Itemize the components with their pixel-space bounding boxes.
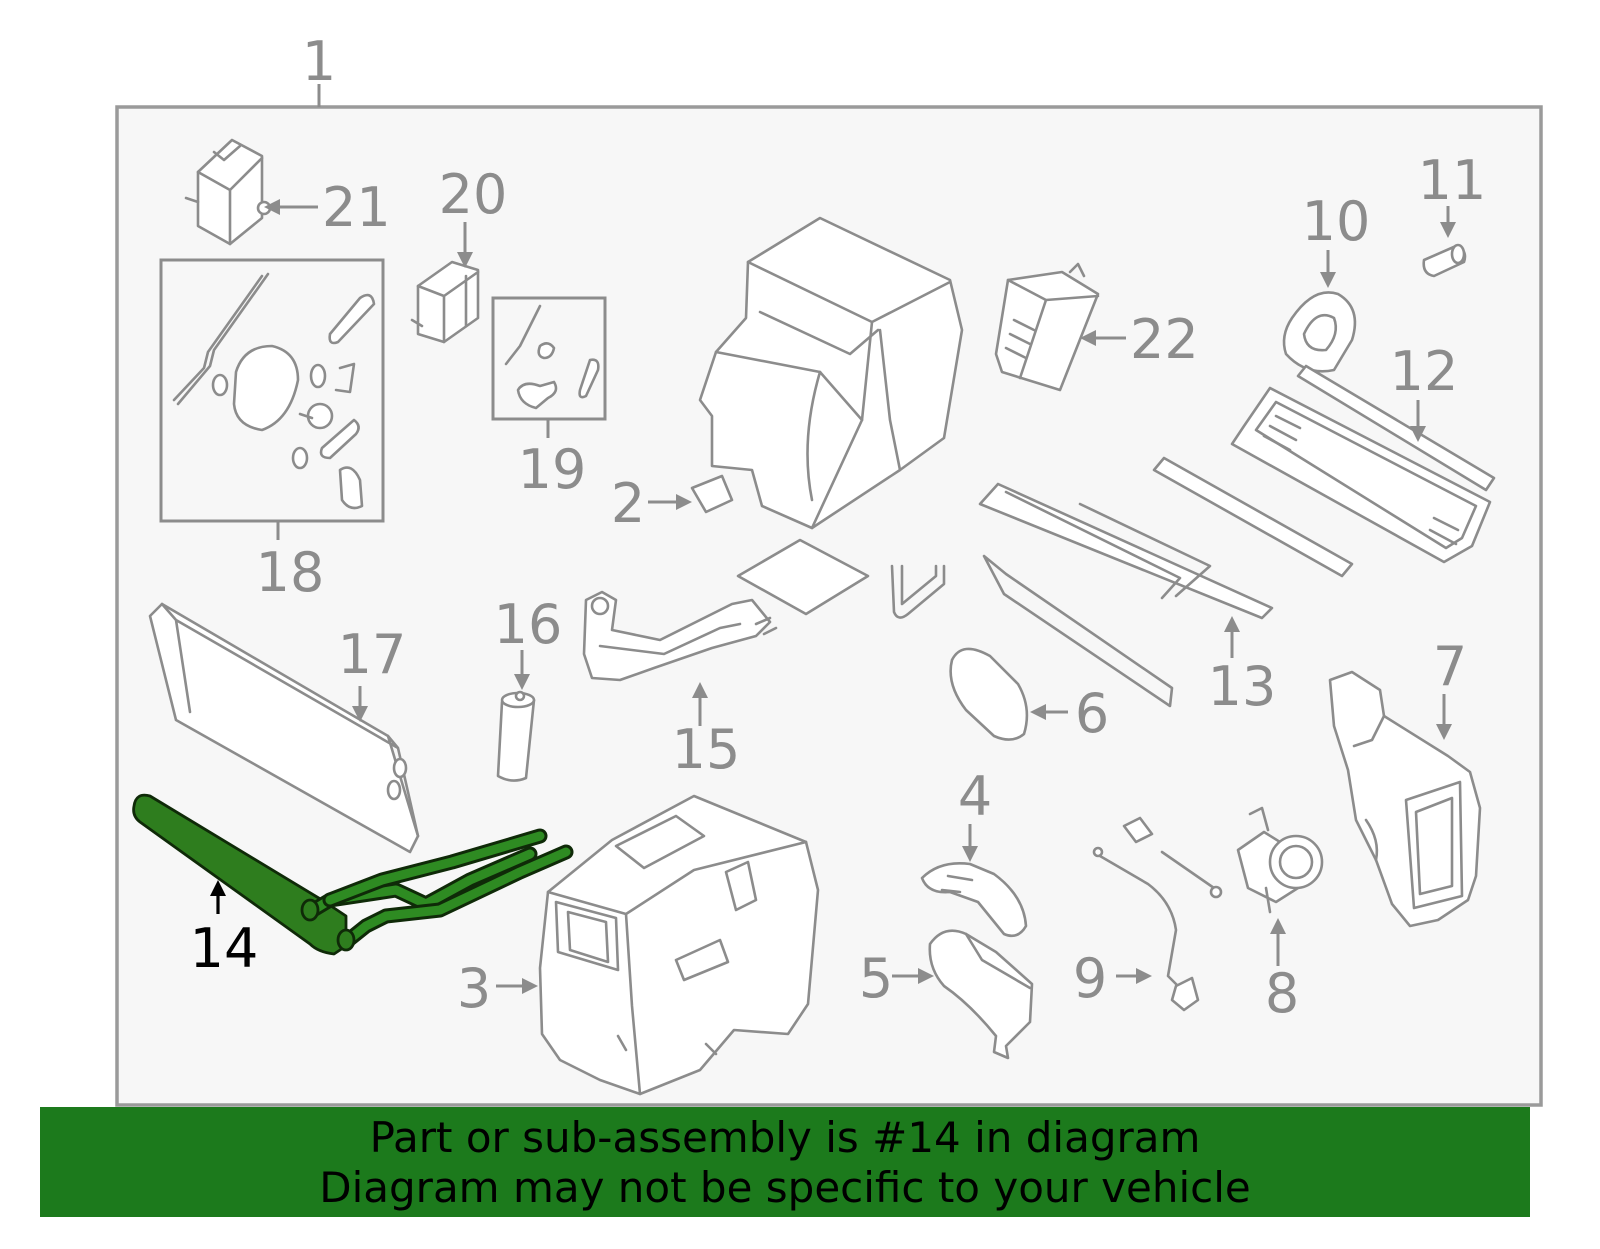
arrow-7 xyxy=(1436,724,1452,740)
arrow-13 xyxy=(1224,616,1240,632)
part-7-blower-housing[interactable] xyxy=(1328,670,1482,928)
callout-19[interactable]: 19 xyxy=(518,438,587,501)
arrow-21 xyxy=(264,199,280,215)
arrow-20 xyxy=(457,252,473,268)
part-11-clip[interactable] xyxy=(1422,243,1467,278)
arrow-12 xyxy=(1410,426,1426,442)
arrow-5 xyxy=(918,968,934,984)
part-3-lower-case[interactable] xyxy=(538,794,820,1096)
callout-4[interactable]: 4 xyxy=(958,765,992,828)
part-12-filter-door[interactable] xyxy=(1230,364,1496,564)
part-10-grommet[interactable] xyxy=(1282,291,1357,373)
callout-10[interactable]: 10 xyxy=(1302,190,1371,253)
callout-16[interactable]: 16 xyxy=(494,593,563,656)
part-8-blower-motor[interactable] xyxy=(1236,806,1324,914)
arrow-15 xyxy=(692,682,708,698)
callout-17[interactable]: 17 xyxy=(338,623,407,686)
callout-9[interactable]: 9 xyxy=(1073,947,1107,1010)
callout-12[interactable]: 12 xyxy=(1390,340,1459,403)
arrow-2 xyxy=(676,494,692,510)
callout-5[interactable]: 5 xyxy=(859,947,893,1010)
callout-6[interactable]: 6 xyxy=(1075,682,1109,745)
info-banner: Part or sub-assembly is #14 in diagram D… xyxy=(40,1107,1530,1217)
callout-7[interactable]: 7 xyxy=(1433,635,1467,698)
arrow-4 xyxy=(962,846,978,862)
filter-pad xyxy=(736,538,870,616)
part-2-upper-case[interactable] xyxy=(690,216,964,530)
part-14-heater-core[interactable] xyxy=(132,793,574,956)
callout-1[interactable]: 1 xyxy=(302,30,336,93)
callout-2[interactable]: 2 xyxy=(611,472,645,535)
callout-3[interactable]: 3 xyxy=(457,957,491,1020)
banner-line-2: Diagram may not be specific to your vehi… xyxy=(319,1163,1251,1212)
callout-21[interactable]: 21 xyxy=(322,176,391,239)
arrow-3 xyxy=(522,978,538,994)
part-5-duct[interactable] xyxy=(928,929,1034,1060)
arrow-9 xyxy=(1136,968,1152,984)
part-19-kit-contents xyxy=(504,304,600,410)
part-13-seals[interactable] xyxy=(978,456,1354,708)
part-17-evaporator[interactable] xyxy=(148,602,420,854)
arrow-11 xyxy=(1440,222,1456,238)
arrow-6 xyxy=(1030,704,1046,720)
callout-15[interactable]: 15 xyxy=(672,718,741,781)
callout-11[interactable]: 11 xyxy=(1418,149,1487,212)
part-18-kit-contents xyxy=(172,272,376,510)
arrow-10 xyxy=(1320,272,1336,288)
arrow-17 xyxy=(352,706,368,722)
arrow-22 xyxy=(1080,330,1096,346)
callout-22[interactable]: 22 xyxy=(1130,308,1199,371)
part-18-kit-frame[interactable] xyxy=(159,258,385,523)
arrow-8 xyxy=(1270,918,1286,934)
u-tube xyxy=(890,564,946,619)
callout-8[interactable]: 8 xyxy=(1265,962,1299,1025)
part-6-door[interactable] xyxy=(949,647,1029,741)
callout-13[interactable]: 13 xyxy=(1208,655,1277,718)
callout-14[interactable]: 14 xyxy=(190,917,259,980)
part-16-valve[interactable] xyxy=(496,690,536,782)
callout-18[interactable]: 18 xyxy=(256,541,325,604)
part-15-pipes[interactable] xyxy=(582,590,778,682)
banner-line-1: Part or sub-assembly is #14 in diagram xyxy=(369,1113,1201,1162)
part-4-duct[interactable] xyxy=(920,862,1028,938)
callout-20[interactable]: 20 xyxy=(439,163,508,226)
part-20-bracket[interactable] xyxy=(410,260,480,344)
arrow-14 xyxy=(210,880,226,896)
part-22-control-module[interactable] xyxy=(994,262,1100,392)
part-9-sensor[interactable] xyxy=(1092,816,1223,1012)
part-21-actuator[interactable] xyxy=(184,138,272,246)
arrow-16 xyxy=(514,674,530,690)
